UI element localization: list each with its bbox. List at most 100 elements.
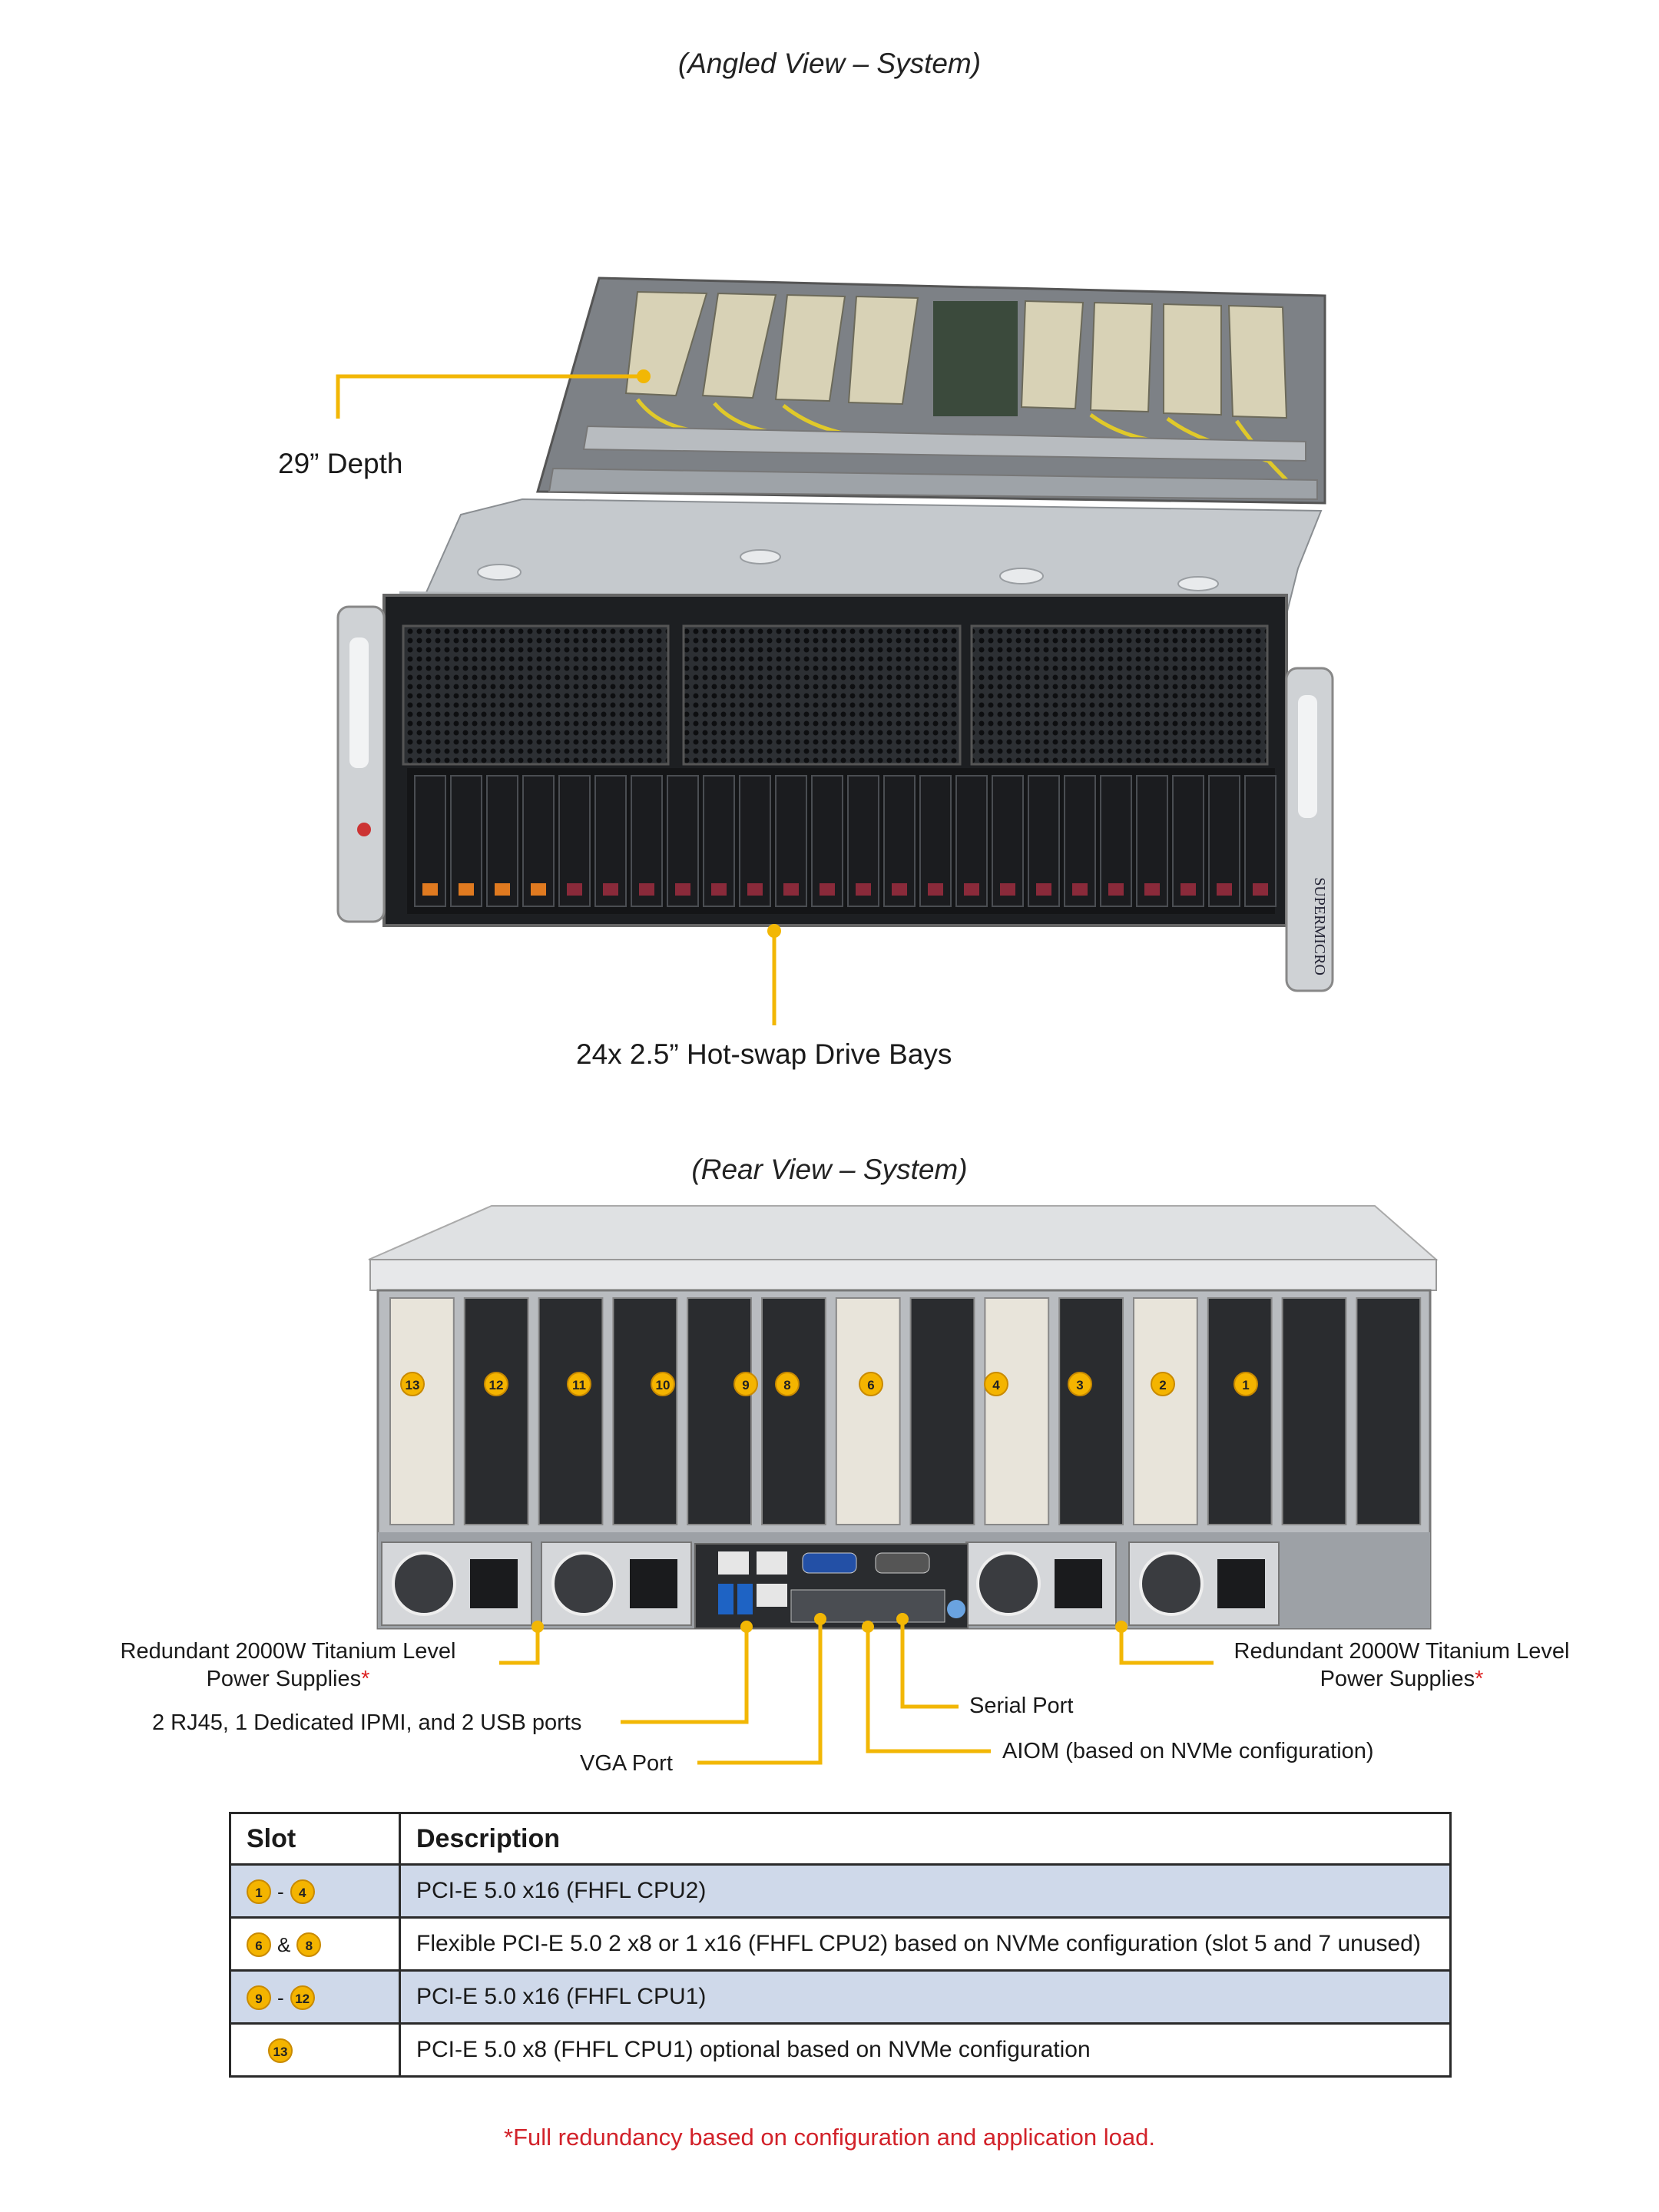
footnote: *Full redundancy based on configuration … [504,2124,1155,2151]
slot-badge: 12 [290,1985,315,2011]
psu-right-line1: Redundant 2000W Titanium Level [1233,1639,1570,1664]
brand-logo: SUPERMICRO [1311,877,1328,975]
drive-bay-tab [531,883,546,896]
pcie-slot-bracket [909,1297,975,1525]
drive-bay [919,775,952,907]
pcie-slot-bracket [463,1297,529,1525]
psu-fan-icon [392,1551,456,1616]
description-cell: Flexible PCI-E 5.0 2 x8 or 1 x16 (FHFL C… [399,1916,1452,1972]
slot-separator: - [277,1879,284,1903]
drive-bay-tab [1000,883,1015,896]
rear-server-illustration [368,1205,1439,1630]
drive-bay [486,775,518,907]
psu-left-asterisk: * [361,1667,370,1691]
pcie-slot-bracket [984,1297,1050,1525]
slot-badge: 13 [268,2038,293,2064]
pcie-slot-bracket [835,1297,901,1525]
slot-cell: 6&8 [229,1916,401,1972]
pcie-slot-bracket [538,1297,604,1525]
drive-bay-tab [964,883,979,896]
description-cell: PCI-E 5.0 x16 (FHFL CPU1) [399,1969,1452,2025]
slot-number-badge: 6 [859,1372,883,1396]
psu-right-line2: Power Supplies [1320,1667,1475,1691]
pcie-slot-bracket [1058,1297,1124,1525]
pcie-slot-bracket [1281,1297,1347,1525]
angled-server-illustration: SUPERMICRO [336,276,1334,1025]
slot-cell: 1-4 [229,1863,401,1919]
slot-badge: 6 [247,1932,271,1958]
pcie-slot-bracket [761,1297,826,1525]
table-header-row: Slot Description [229,1812,1452,1866]
slot-number-badge: 12 [484,1372,508,1396]
drive-bay-tab [459,883,474,896]
drive-bay-tab [928,883,943,896]
rear-view-caption: (Rear View – System) [691,1154,968,1185]
psu-left-line2: Power Supplies [206,1667,362,1691]
slot-number-badge: 4 [984,1372,1008,1396]
angled-view-caption: (Angled View – System) [677,48,982,79]
drive-bay-tab [1181,883,1196,896]
drive-bay-tab [783,883,799,896]
pcie-slot-bracket [1133,1297,1198,1525]
drive-bay-tab [892,883,907,896]
drive-bay [450,775,482,907]
pcie-slot-bracket [612,1297,678,1525]
drive-bay-tab [1217,883,1232,896]
slot-column-header: Slot [229,1812,401,1866]
table-row: 13 PCI-E 5.0 x8 (FHFL CPU1) optional base… [229,2022,1452,2078]
slot-number-badge: 3 [1068,1372,1092,1396]
power-inlet-icon [630,1559,677,1608]
psu-left-label: Redundant 2000W Titanium Level Power Sup… [81,1637,495,1693]
slot-badge: 1 [247,1879,271,1905]
slot-cell: 13 [229,2022,401,2078]
psu-right-asterisk: * [1475,1667,1484,1691]
slot-number-badge: 8 [775,1372,800,1396]
drive-bay-tab [1036,883,1051,896]
psu-fan-icon [551,1551,616,1616]
power-inlet-icon [1217,1559,1265,1608]
psu-fan-icon [976,1551,1041,1616]
drive-bay-tab [603,883,618,896]
drive-bay-tab [1253,883,1268,896]
slot-badge: 8 [296,1932,322,1958]
description-cell: PCI-E 5.0 x8 (FHFL CPU1) optional based … [399,2022,1452,2078]
vga-port-label: VGA Port [580,1751,673,1776]
drive-bay-tab [567,883,582,896]
drive-bay-tab [820,883,835,896]
drive-bay [594,775,627,907]
description-cell: PCI-E 5.0 x16 (FHFL CPU2) [399,1863,1452,1919]
slot-badge: 9 [247,1985,271,2011]
drive-bays-label: 24x 2.5” Hot-swap Drive Bays [576,1038,952,1070]
slot-badge: 4 [290,1879,315,1905]
drive-bay-tab [711,883,727,896]
slot-number-badge: 10 [651,1372,675,1396]
drive-bay-tab [675,883,690,896]
slot-number-badge: 9 [733,1372,758,1396]
pcie-slot-bracket [1207,1297,1273,1525]
slot-number-badge: 11 [567,1372,591,1396]
slot-number-badge: 13 [400,1372,425,1396]
pcie-slot-bracket [687,1297,753,1525]
psu-fan-icon [1139,1551,1204,1616]
psu-left-line1: Redundant 2000W Titanium Level [120,1639,456,1664]
drive-bay-tab [747,883,763,896]
slot-cell: 9-12 [229,1969,401,2025]
aiom-label: AIOM (based on NVMe configuration) [1002,1739,1374,1763]
drive-bay-tab [1108,883,1124,896]
drive-bay-tab [1072,883,1088,896]
pcie-slot-bracket [389,1297,455,1525]
drive-bay-tab [422,883,438,896]
psu-right-label: Redundant 2000W Titanium Level Power Sup… [1221,1637,1582,1693]
slot-separator: - [277,1985,284,2009]
serial-port-label: Serial Port [969,1694,1074,1718]
slot-separator: & [277,1932,291,1956]
drive-bay-tab [639,883,654,896]
ports-label: 2 RJ45, 1 Dedicated IPMI, and 2 USB port… [152,1710,582,1735]
power-inlet-icon [1055,1559,1102,1608]
drive-bay-tab [495,883,510,896]
description-column-header: Description [399,1812,1452,1866]
